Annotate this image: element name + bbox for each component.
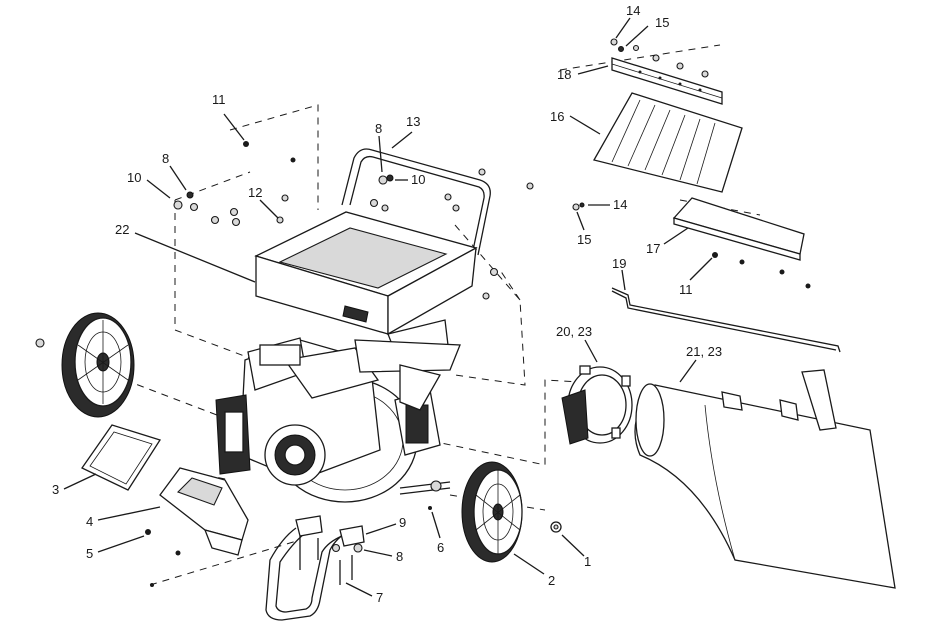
- callout-9: 9: [399, 515, 406, 530]
- stand-leg: [265, 506, 432, 621]
- discharge-deflector: [593, 92, 743, 193]
- callout-8-bottom: 8: [396, 549, 403, 564]
- callout-3: 3: [52, 482, 59, 497]
- engine-assembly: [215, 337, 461, 503]
- callout-21-23: 21, 23: [686, 344, 722, 359]
- wheel-right: [461, 461, 562, 563]
- callout-18: 18: [557, 67, 571, 82]
- callout-13: 13: [406, 114, 420, 129]
- feed-tray-cover: [81, 424, 162, 491]
- callout-22: 22: [115, 222, 129, 237]
- callout-15-mid: 15: [577, 232, 591, 247]
- callout-2: 2: [548, 573, 555, 588]
- hopper: [254, 211, 478, 361]
- hopper-handle: [341, 148, 491, 256]
- callout-6: 6: [437, 540, 444, 555]
- deflector-bracket: [610, 38, 723, 105]
- hopper-hardware: [173, 141, 534, 300]
- callout-16: 16: [550, 109, 564, 124]
- callout-10-left: 10: [127, 170, 141, 185]
- callout-17: 17: [646, 241, 660, 256]
- callout-1: 1: [584, 554, 591, 569]
- feed-box: [145, 467, 249, 587]
- callout-5: 5: [86, 546, 93, 561]
- mount-bracket: [572, 197, 811, 289]
- callout-12: 12: [248, 185, 262, 200]
- callout-11-left: 11: [212, 92, 226, 107]
- callout-20-23: 20, 23: [556, 324, 592, 339]
- callout-8-top: 8: [375, 121, 382, 136]
- callout-19: 19: [612, 256, 626, 271]
- callout-7: 7: [376, 590, 383, 605]
- callout-8-left: 8: [162, 151, 169, 166]
- callout-14-mid: 14: [613, 197, 627, 212]
- callout-15-top: 15: [655, 15, 669, 30]
- callout-labels: 14 15 18 16 14 15 17 11 19 20, 23 21, 23…: [52, 3, 722, 605]
- discharge-chute: [634, 369, 896, 589]
- support-rod: [611, 287, 841, 353]
- leader-lines: [63, 17, 713, 597]
- callout-14-top: 14: [626, 3, 640, 18]
- callout-10-top: 10: [411, 172, 425, 187]
- chute-ring: [561, 365, 633, 445]
- callout-4: 4: [86, 514, 93, 529]
- callout-11-right: 11: [679, 282, 693, 297]
- wheel-left: [35, 312, 135, 418]
